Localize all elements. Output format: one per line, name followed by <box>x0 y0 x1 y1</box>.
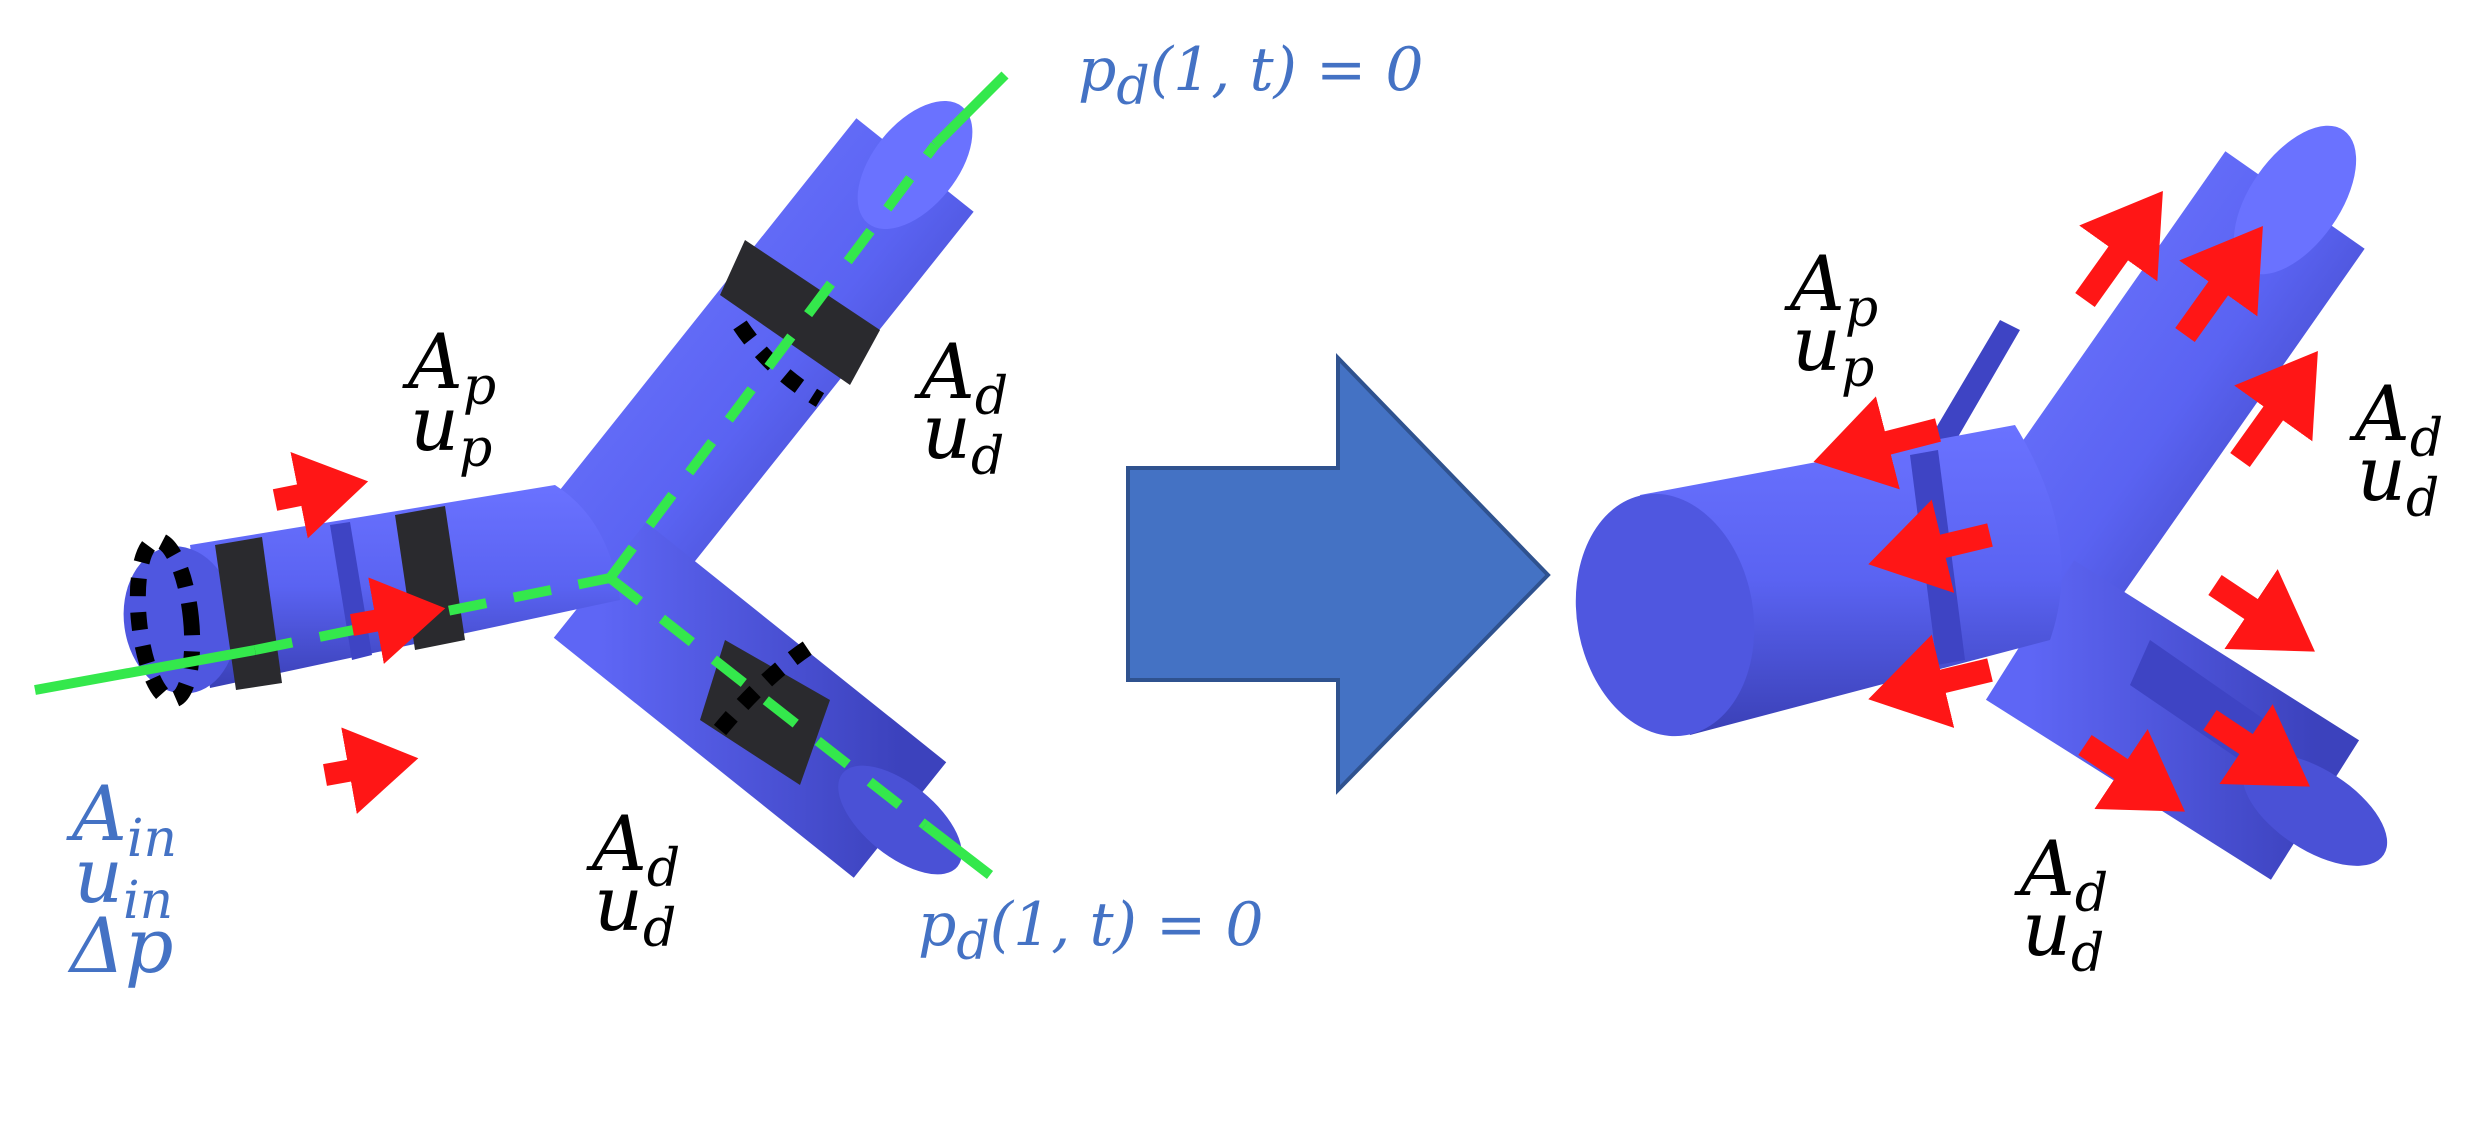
red-arrow-icon <box>272 452 369 539</box>
red-arrow-icon <box>1813 396 1941 490</box>
red-arrow-icon <box>2078 729 2185 812</box>
red-arrow-icon <box>1868 634 1993 728</box>
boundary-condition-bottom: pd(1, t) = 0 <box>918 890 1264 972</box>
svg-text:Δp: Δp <box>67 901 174 990</box>
right-parent-label: Ap up <box>1784 239 1878 399</box>
left-bifurcation <box>34 71 1009 879</box>
svg-text:ud: ud <box>2022 884 2104 984</box>
svg-text:uin: uin <box>74 831 173 931</box>
left-upper-daughter-label: Ad ud <box>914 327 1008 487</box>
red-arrow-icon <box>2075 190 2163 307</box>
left-parent-label: Ap up <box>402 317 496 479</box>
band-ring <box>1920 320 2020 468</box>
flow-arrows <box>272 452 446 814</box>
svg-text:ud: ud <box>594 859 676 959</box>
red-arrow-icon <box>1868 499 1993 593</box>
cross-section-dash <box>129 532 201 708</box>
right-lower-daughter-label: Ad ud <box>2014 824 2108 984</box>
right-arrow-icon <box>1126 353 1551 795</box>
svg-text:Ad: Ad <box>2349 369 2443 469</box>
cross-section-dash <box>713 633 825 736</box>
svg-text:ud: ud <box>2357 429 2439 529</box>
boundary-arrows <box>1813 190 2318 812</box>
svg-text:up: up <box>1792 299 1874 399</box>
cross-section-dash <box>733 320 825 407</box>
left-lower-daughter-label: Ad ud <box>586 799 680 959</box>
red-arrow-icon <box>2203 704 2310 787</box>
svg-text:ud: ud <box>922 387 1004 487</box>
right-upper-daughter-label: Ad ud <box>2349 369 2443 529</box>
boundary-condition-top: pd(1, t) = 0 <box>1078 35 1424 117</box>
red-arrow-icon <box>323 727 419 814</box>
svg-text:Ad: Ad <box>2014 824 2108 924</box>
red-arrow-icon <box>2230 350 2318 467</box>
inlet-label: Ain uin Δp <box>66 769 177 990</box>
red-arrow-icon <box>350 577 446 664</box>
centerline <box>34 71 1009 879</box>
right-bifurcation <box>1575 125 2388 880</box>
red-arrow-icon <box>2175 225 2263 342</box>
svg-text:Ap: Ap <box>1784 239 1878 339</box>
parent-vessel <box>1575 425 2062 737</box>
red-arrow-icon <box>2208 569 2315 652</box>
svg-text:Ad: Ad <box>914 327 1008 427</box>
svg-text:Ain: Ain <box>66 769 177 869</box>
svg-text:Ap: Ap <box>402 317 496 417</box>
svg-text:up: up <box>410 379 492 479</box>
svg-text:Ad: Ad <box>586 799 680 899</box>
band-ring <box>720 240 880 385</box>
